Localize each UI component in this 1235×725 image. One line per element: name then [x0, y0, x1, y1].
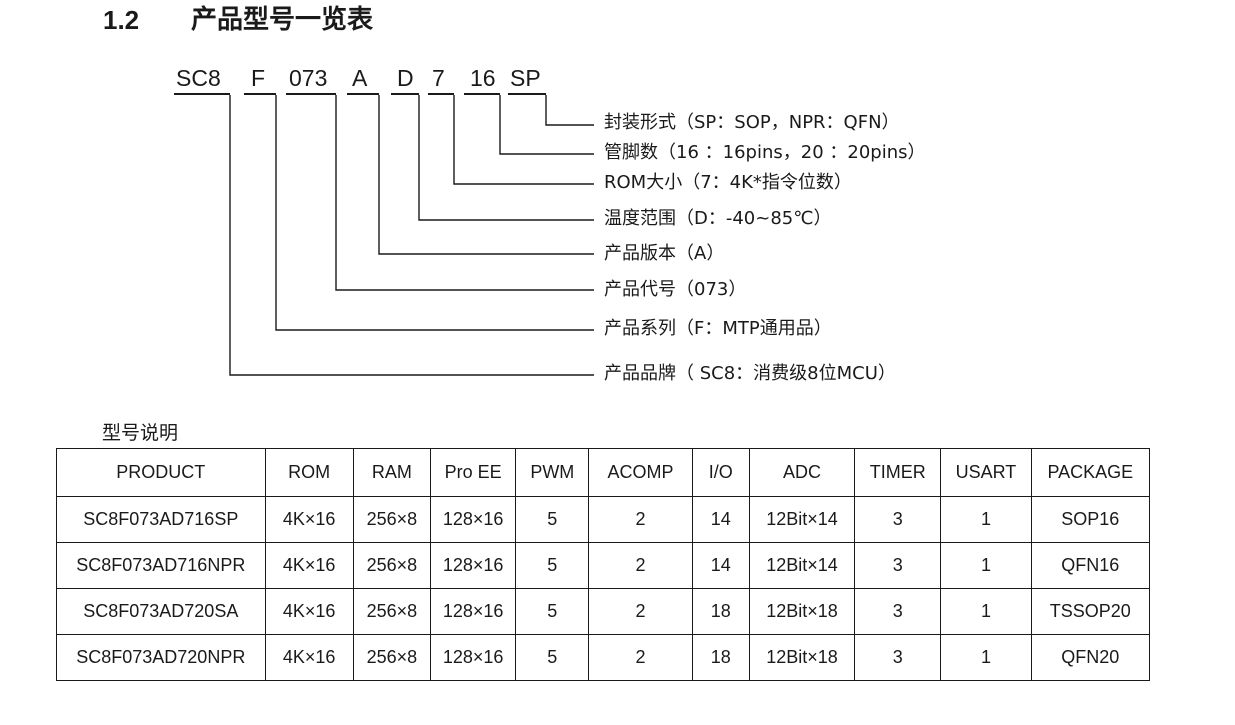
table-cell: 3 [854, 588, 942, 635]
field-label-brand: 产品品牌（ SC8：消费级8位MCU） [604, 363, 896, 384]
table-cell: 1 [940, 634, 1032, 681]
connector-brand [229, 95, 594, 376]
table-cell: 12Bit×18 [748, 588, 856, 635]
table-cell: 5 [515, 588, 590, 635]
table-cell: 5 [515, 496, 590, 543]
table-cell: 12Bit×14 [748, 496, 856, 543]
table-cell: 256×8 [352, 588, 432, 635]
connector-product-code [335, 95, 594, 291]
segment-underline [244, 93, 276, 95]
table-row: SC8F073AD716SP 4K×16 256×8 128×16 5 2 14… [56, 496, 1151, 543]
table-cell: 14 [691, 542, 750, 589]
table-cell: 12Bit×18 [748, 634, 856, 681]
connector-version [378, 95, 594, 255]
table-cell: 256×8 [352, 634, 432, 681]
code-segment-rom: 7 [432, 65, 445, 91]
table-cell: 4K×16 [264, 542, 354, 589]
field-label-rom: ROM大小（7：4K*指令位数） [604, 172, 852, 193]
header-cell: ACOMP [588, 448, 693, 497]
field-label-pins: 管脚数（16 ：16pins，20 ：20pins） [604, 142, 926, 163]
header-cell: Pro EE [429, 448, 517, 497]
field-label-temperature: 温度范围（D：-40~85℃） [604, 208, 832, 229]
table-row: SC8F073AD720SA 4K×16 256×8 128×16 5 2 18… [56, 588, 1151, 635]
table-cell: 3 [854, 542, 942, 589]
table-cell: SOP16 [1030, 496, 1151, 543]
segment-underline [174, 93, 230, 95]
header-cell: PWM [515, 448, 590, 497]
connector-series [275, 95, 594, 331]
code-segment-series: F [251, 65, 266, 91]
table-cell: 4K×16 [264, 588, 354, 635]
header-cell: TIMER [854, 448, 942, 497]
table-cell: 1 [940, 588, 1032, 635]
connector-pins [499, 95, 594, 155]
header-cell: ROM [264, 448, 354, 497]
table-cell: 1 [940, 496, 1032, 543]
table-cell: 256×8 [352, 542, 432, 589]
table-cell: 256×8 [352, 496, 432, 543]
table-cell: 2 [588, 634, 693, 681]
header-cell: PACKAGE [1030, 448, 1151, 497]
table-caption: 型号说明 [102, 422, 179, 444]
segment-underline [391, 93, 419, 95]
field-label-series: 产品系列（F：MTP通用品） [604, 318, 832, 339]
code-segment-version: A [352, 65, 368, 91]
table-cell: SC8F073AD720NPR [56, 634, 266, 681]
table-cell: 1 [940, 542, 1032, 589]
segment-underline [508, 93, 546, 95]
table-cell: QFN20 [1030, 634, 1151, 681]
table-cell: QFN16 [1030, 542, 1151, 589]
table-cell: 128×16 [429, 542, 517, 589]
connector-rom [453, 95, 594, 185]
header-cell: PRODUCT [56, 448, 266, 497]
code-segment-pins: 16 [470, 65, 496, 91]
table-row: SC8F073AD716NPR 4K×16 256×8 128×16 5 2 1… [56, 542, 1151, 589]
section-number: 1.2 [103, 5, 140, 35]
code-segment-temperature: D [397, 65, 414, 91]
table-cell: 2 [588, 496, 693, 543]
table-cell: 128×16 [429, 634, 517, 681]
table-cell: 18 [691, 634, 750, 681]
connector-package [545, 95, 594, 126]
code-segment-brand: SC8 [176, 65, 221, 91]
table-cell: TSSOP20 [1030, 588, 1151, 635]
table-cell: 14 [691, 496, 750, 543]
code-segment-package: SP [510, 65, 541, 91]
table-cell: SC8F073AD716SP [56, 496, 266, 543]
table-cell: 2 [588, 588, 693, 635]
table-cell: 5 [515, 634, 590, 681]
table-cell: SC8F073AD716NPR [56, 542, 266, 589]
segment-underline [428, 93, 454, 95]
table-cell: 12Bit×14 [748, 542, 856, 589]
table-cell: 3 [854, 634, 942, 681]
table-cell: 5 [515, 542, 590, 589]
table-cell: 128×16 [429, 496, 517, 543]
field-label-version: 产品版本（A） [604, 243, 725, 264]
segment-underline [286, 93, 336, 95]
field-label-package: 封装形式（SP：SOP，NPR：QFN） [604, 112, 900, 133]
model-spec-table: PRODUCT ROM RAM Pro EE PWM ACOMP I/O ADC… [56, 448, 1151, 681]
table-cell: 4K×16 [264, 634, 354, 681]
section-title: 产品型号一览表 [191, 5, 374, 35]
table-cell: 4K×16 [264, 496, 354, 543]
table-cell: 2 [588, 542, 693, 589]
field-label-product-code: 产品代号（073） [604, 279, 747, 300]
code-segment-product-code: 073 [289, 65, 328, 91]
table-cell: 128×16 [429, 588, 517, 635]
table-cell: 18 [691, 588, 750, 635]
header-cell: RAM [352, 448, 432, 497]
table-cell: 3 [854, 496, 942, 543]
table-row: SC8F073AD720NPR 4K×16 256×8 128×16 5 2 1… [56, 634, 1151, 681]
table-cell: SC8F073AD720SA [56, 588, 266, 635]
header-cell: ADC [748, 448, 856, 497]
header-cell: I/O [691, 448, 750, 497]
header-cell: USART [940, 448, 1032, 497]
segment-underline [347, 93, 379, 95]
segment-underline [464, 93, 500, 95]
table-header-row: PRODUCT ROM RAM Pro EE PWM ACOMP I/O ADC… [56, 448, 1151, 497]
connector-temperature [418, 95, 594, 221]
